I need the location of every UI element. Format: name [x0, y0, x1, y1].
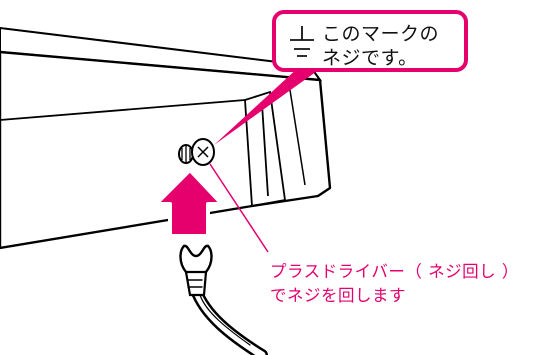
device-panel-line	[0, 99, 246, 121]
ground-terminal-icon	[290, 26, 314, 57]
device-side-edge	[289, 89, 306, 186]
callout-text-line2: ネジです。	[322, 47, 418, 69]
instruction-text-line2: でネジを回します	[270, 286, 406, 305]
callout-box: このマークの ネジです。	[272, 10, 468, 72]
device-front-face	[0, 50, 332, 250]
callout-text-line1: このマークの	[322, 23, 440, 45]
callout-pointer	[214, 66, 324, 145]
leader-line	[209, 163, 269, 253]
instruction-text-line1: プラスドライバー（ ネジ回し ）	[270, 262, 519, 281]
up-arrow-icon	[154, 168, 224, 238]
ground-cable-icon	[179, 244, 268, 355]
device-side-recess	[244, 90, 287, 208]
ground-screw-icon	[178, 138, 215, 166]
